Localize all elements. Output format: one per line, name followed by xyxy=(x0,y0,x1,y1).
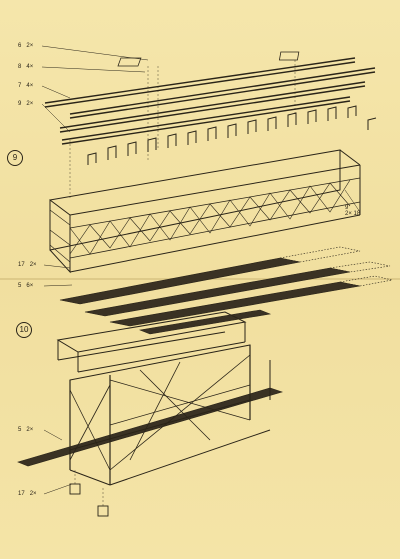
deck-grids xyxy=(17,246,393,467)
step-9-drawing xyxy=(41,45,377,274)
truss-girder xyxy=(49,149,361,274)
step-number-badge: 9 xyxy=(7,150,23,166)
part-callout: 9 2× xyxy=(18,101,34,107)
part-callout: 5 2× xyxy=(18,427,34,433)
part-callout: 7 4× xyxy=(18,83,34,89)
leader-line xyxy=(344,189,361,213)
plate-part xyxy=(117,57,142,67)
trestle-tower xyxy=(69,344,271,486)
upper-frame xyxy=(56,311,247,373)
leader-line xyxy=(41,66,146,73)
part-callout: 17 2× xyxy=(18,262,37,268)
cross-brackets xyxy=(87,105,377,165)
part-callout: 5 6× xyxy=(18,283,34,289)
leader-line xyxy=(41,85,71,99)
top-rails xyxy=(44,57,376,145)
part-callout: 17 2× xyxy=(18,491,37,497)
step-number-badge: 10 xyxy=(16,322,32,338)
part-callout: 8 4× xyxy=(18,64,34,70)
plate-part xyxy=(278,51,300,61)
part-callout: 6 2× xyxy=(18,43,34,49)
alignment-lines xyxy=(69,60,296,200)
base-feet xyxy=(69,470,109,517)
step-10-drawing xyxy=(17,246,393,517)
